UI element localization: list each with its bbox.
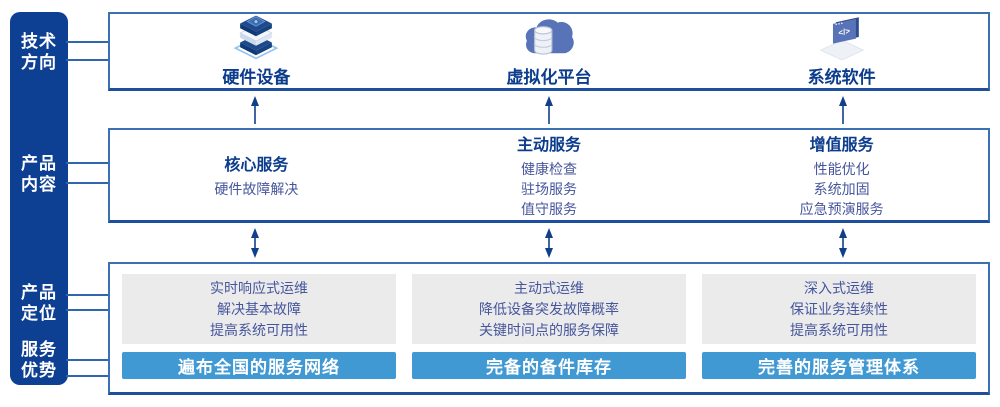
service-column-core: 核心服务 硬件故障解决 [110,130,403,220]
cloud-database-icon [525,19,574,55]
bottom-column-proactive: 主动式运维 降低设备突发故障概率 关键时间点的服务保障 完备的备件库存 [412,274,686,379]
service-column-proactive: 主动服务 健康检查 驻场服务 值守服务 [403,130,696,220]
bottom-column-realtime: 实时响应式运维 解决基本故障 提高系统可用性 遍布全国的服务网络 [122,274,396,379]
side-label-line: 产品 [21,154,57,173]
side-label-service-advantage: 服务 优势 [10,339,68,381]
side-label-line: 优势 [21,361,57,380]
tech-item-virtualization: 虚拟化平台 [403,14,696,88]
category-sidebar: 技术 方向 产品 内容 产品 定位 服务 优势 [10,12,68,385]
connector-line [66,294,108,296]
bottom-column-deep: 深入式运维 保证业务连续性 提高系统可用性 完善的服务管理体系 [702,274,976,379]
service-title: 增值服务 [809,137,874,154]
double-arrow-icon [545,228,553,258]
advantage-bar: 完备的备件库存 [412,352,686,379]
positioning-line: 提高系统可用性 [210,321,308,338]
connector-line [66,59,108,61]
service-item: 值守服务 [521,201,577,217]
connector-line [66,182,108,184]
tech-item-label: 硬件设备 [222,68,291,87]
positioning-advantage-box: 实时响应式运维 解决基本故障 提高系统可用性 遍布全国的服务网络 主动式运维 降… [108,262,990,395]
positioning-line: 实时响应式运维 [210,279,308,296]
connector-line [66,41,108,43]
positioning-line: 主动式运维 [514,279,584,296]
side-label-line: 方向 [21,53,57,72]
up-arrow-icon [839,96,847,124]
positioning-panel: 深入式运维 保证业务连续性 提高系统可用性 [702,274,976,344]
service-item: 健康检查 [521,161,577,177]
service-column-value-added: 增值服务 性能优化 系统加固 应急预演服务 [695,130,988,220]
up-arrow-icon [251,96,259,124]
side-label-line: 定位 [21,304,57,323]
code-glyph: </> [837,26,851,37]
service-item: 应急预演服务 [799,201,884,217]
side-label-tech-direction: 技术 方向 [10,31,68,73]
connector-line [66,359,108,361]
positioning-line: 降低设备突发故障概率 [479,300,619,317]
up-arrow-icon [545,96,553,124]
service-title: 主动服务 [517,137,582,154]
service-item: 系统加固 [813,181,870,197]
code-window-icon: </> [819,17,865,60]
service-item: 性能优化 [813,161,870,177]
positioning-line: 提高系统可用性 [790,321,888,338]
side-label-product-content: 产品 内容 [10,153,68,195]
tech-direction-box: 硬件设备 虚拟化平台 </> 系统软件 [108,12,990,91]
connector-line [66,309,108,311]
positioning-line: 保证业务连续性 [790,300,888,317]
side-label-line: 服务 [21,340,57,359]
tech-item-hardware: 硬件设备 [110,14,403,88]
tech-item-label: 虚拟化平台 [506,68,592,87]
double-arrow-icon [839,228,847,258]
side-label-product-positioning: 产品 定位 [10,282,68,324]
product-content-box: 核心服务 硬件故障解决 主动服务 健康检查 驻场服务 值守服务 增值服务 性能优… [108,128,990,223]
tech-item-system-software: </> 系统软件 [695,14,988,88]
advantage-bar: 完善的服务管理体系 [702,352,976,379]
side-label-line: 产品 [21,283,57,302]
server-stack-icon [233,15,279,60]
connector-line [66,375,108,377]
advantage-bar: 遍布全国的服务网络 [122,352,396,379]
service-item: 驻场服务 [521,181,577,197]
double-arrow-icon [251,228,259,258]
side-label-line: 内容 [21,175,57,194]
tech-item-label: 系统软件 [807,68,876,87]
positioning-line: 深入式运维 [804,279,874,296]
positioning-panel: 实时响应式运维 解决基本故障 提高系统可用性 [122,274,396,344]
service-item: 硬件故障解决 [214,181,299,197]
positioning-panel: 主动式运维 降低设备突发故障概率 关键时间点的服务保障 [412,274,686,344]
connector-line [66,162,108,164]
positioning-line: 解决基本故障 [217,300,301,317]
service-title: 核心服务 [224,157,289,174]
side-label-line: 技术 [21,32,57,51]
positioning-line: 关键时间点的服务保障 [479,321,619,338]
